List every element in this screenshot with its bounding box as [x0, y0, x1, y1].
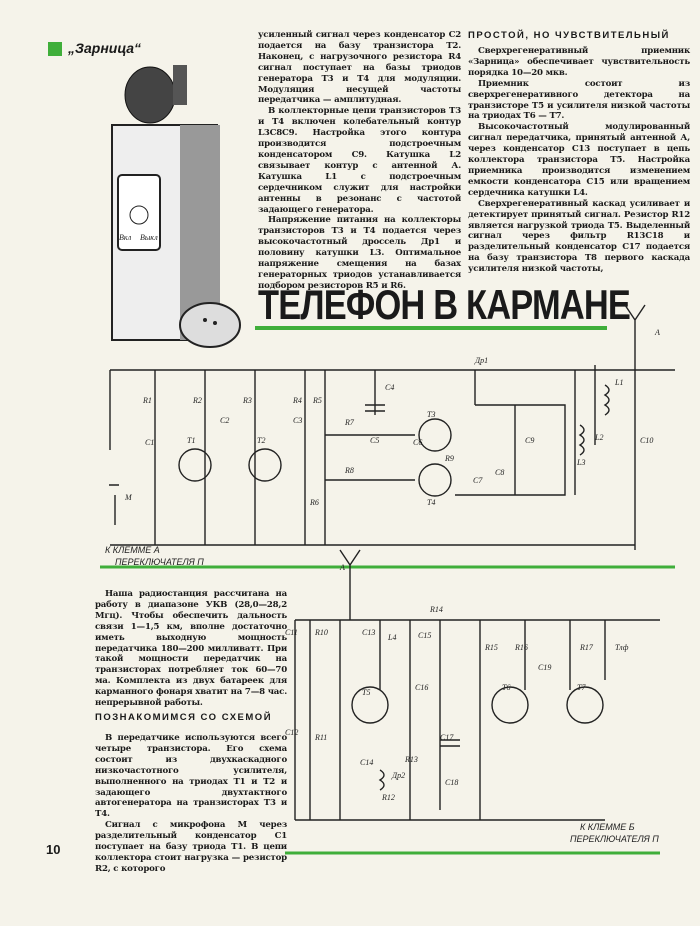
- component-label: А: [339, 563, 345, 572]
- article-column-left: Наша радиостанция рассчитана на работу в…: [95, 589, 287, 709]
- paragraph: Сверхрегенеративный каскад усиливает и д…: [468, 198, 690, 275]
- logo-square: [48, 42, 62, 56]
- component-label: L4: [387, 633, 396, 642]
- component-label: C5: [370, 436, 379, 445]
- component-label: R4: [292, 396, 302, 405]
- title-underline: [255, 326, 607, 330]
- component-label: R12: [381, 793, 395, 802]
- article-column-middle: усиленный сигнал через конденсатор C2 по…: [258, 30, 461, 292]
- article-title: ТЕЛЕФОН В КАРМАНЕ: [258, 281, 631, 328]
- component-label: R5: [312, 396, 322, 405]
- component-label: C10: [640, 436, 653, 445]
- component-label: C17: [440, 733, 454, 742]
- article-column-right: Сверхрегенеративный приемник «Зарница» о…: [468, 46, 690, 275]
- component-label: T3: [427, 410, 435, 419]
- component-label: C14: [360, 758, 373, 767]
- article-column-left-2: В передатчике используются всего четыре …: [95, 733, 287, 875]
- paragraph: В передатчике используются всего четыре …: [95, 733, 287, 820]
- paragraph: Приемник состоит из сверхрегенеративного…: [468, 78, 690, 122]
- component-label: Тлф: [615, 643, 629, 652]
- paragraph: усиленный сигнал через конденсатор C2 по…: [258, 30, 461, 106]
- radio-device-illustration: Вкл Выкл: [111, 65, 241, 348]
- component-label: T4: [427, 498, 435, 507]
- component-label: C13: [362, 628, 375, 637]
- paragraph: Сверхрегенеративный приемник «Зарница» о…: [468, 46, 690, 78]
- component-label: R2: [192, 396, 202, 405]
- component-label: C9: [525, 436, 534, 445]
- component-label: Др2: [391, 771, 405, 780]
- component-label: C3: [293, 416, 302, 425]
- dial-label-off: Выкл: [140, 233, 158, 242]
- component-label: L3: [576, 458, 585, 467]
- component-label: Др1: [474, 356, 488, 365]
- component-label: C18: [445, 778, 458, 787]
- paragraph: Сигнал с микрофона М через разделительны…: [95, 820, 287, 874]
- paragraph: Высокочастотный модулированный сигнал пе…: [468, 122, 690, 198]
- component-label: М: [124, 493, 133, 502]
- component-label: R6: [309, 498, 319, 507]
- component-label: R3: [242, 396, 252, 405]
- component-label: R11: [314, 733, 327, 742]
- component-label: R15: [484, 643, 498, 652]
- component-label: T5: [362, 688, 370, 697]
- component-label: C8: [495, 468, 504, 477]
- component-label: T2: [257, 436, 265, 445]
- terminal-label: ПЕРЕКЛЮЧАТЕЛЯ П: [115, 557, 204, 567]
- component-label: L2: [594, 433, 603, 442]
- paragraph: Напряжение питания на коллекторы транзис…: [258, 215, 461, 291]
- terminal-label: ПЕРЕКЛЮЧАТЕЛЯ П: [570, 834, 659, 844]
- terminal-label: К КЛЕММЕ Б: [580, 822, 635, 832]
- page-number: 10: [46, 842, 61, 857]
- component-label: C15: [418, 631, 431, 640]
- component-label: T6: [502, 683, 510, 692]
- dial-label-on: Вкл: [119, 233, 132, 242]
- component-label: C2: [220, 416, 229, 425]
- component-label: C7: [473, 476, 483, 485]
- component-label: T7: [577, 683, 586, 692]
- section-heading-receiver: ПРОСТОЙ, НО ЧУВСТВИТЕЛЬНЫЙ: [468, 30, 670, 41]
- component-label: C12: [285, 728, 298, 737]
- component-label: R7: [344, 418, 355, 427]
- component-label: R1: [142, 396, 152, 405]
- component-label: R17: [579, 643, 594, 652]
- component-label: C11: [285, 628, 298, 637]
- paragraph: Наша радиостанция рассчитана на работу в…: [95, 589, 287, 709]
- component-label: А: [654, 328, 660, 337]
- component-label: C6: [413, 438, 422, 447]
- component-label: T1: [187, 436, 195, 445]
- paragraph: В коллекторные цепи транзисторов T3 и T4…: [258, 106, 461, 215]
- component-label: R8: [344, 466, 354, 475]
- terminal-label: К КЛЕММЕ А: [105, 545, 160, 555]
- component-label: R9: [444, 454, 454, 463]
- section-heading-schematic: ПОЗНАКОМИМСЯ СО СХЕМОЙ: [95, 712, 273, 723]
- component-label: C16: [415, 683, 428, 692]
- component-label: C1: [145, 438, 154, 447]
- component-label: R16: [514, 643, 528, 652]
- component-label: R14: [429, 605, 443, 614]
- logo-text: „Зарница“: [68, 40, 141, 56]
- component-label: L1: [614, 378, 623, 387]
- component-label: C4: [385, 383, 394, 392]
- component-label: R13: [404, 755, 418, 764]
- component-label: C19: [538, 663, 551, 672]
- component-label: R10: [314, 628, 328, 637]
